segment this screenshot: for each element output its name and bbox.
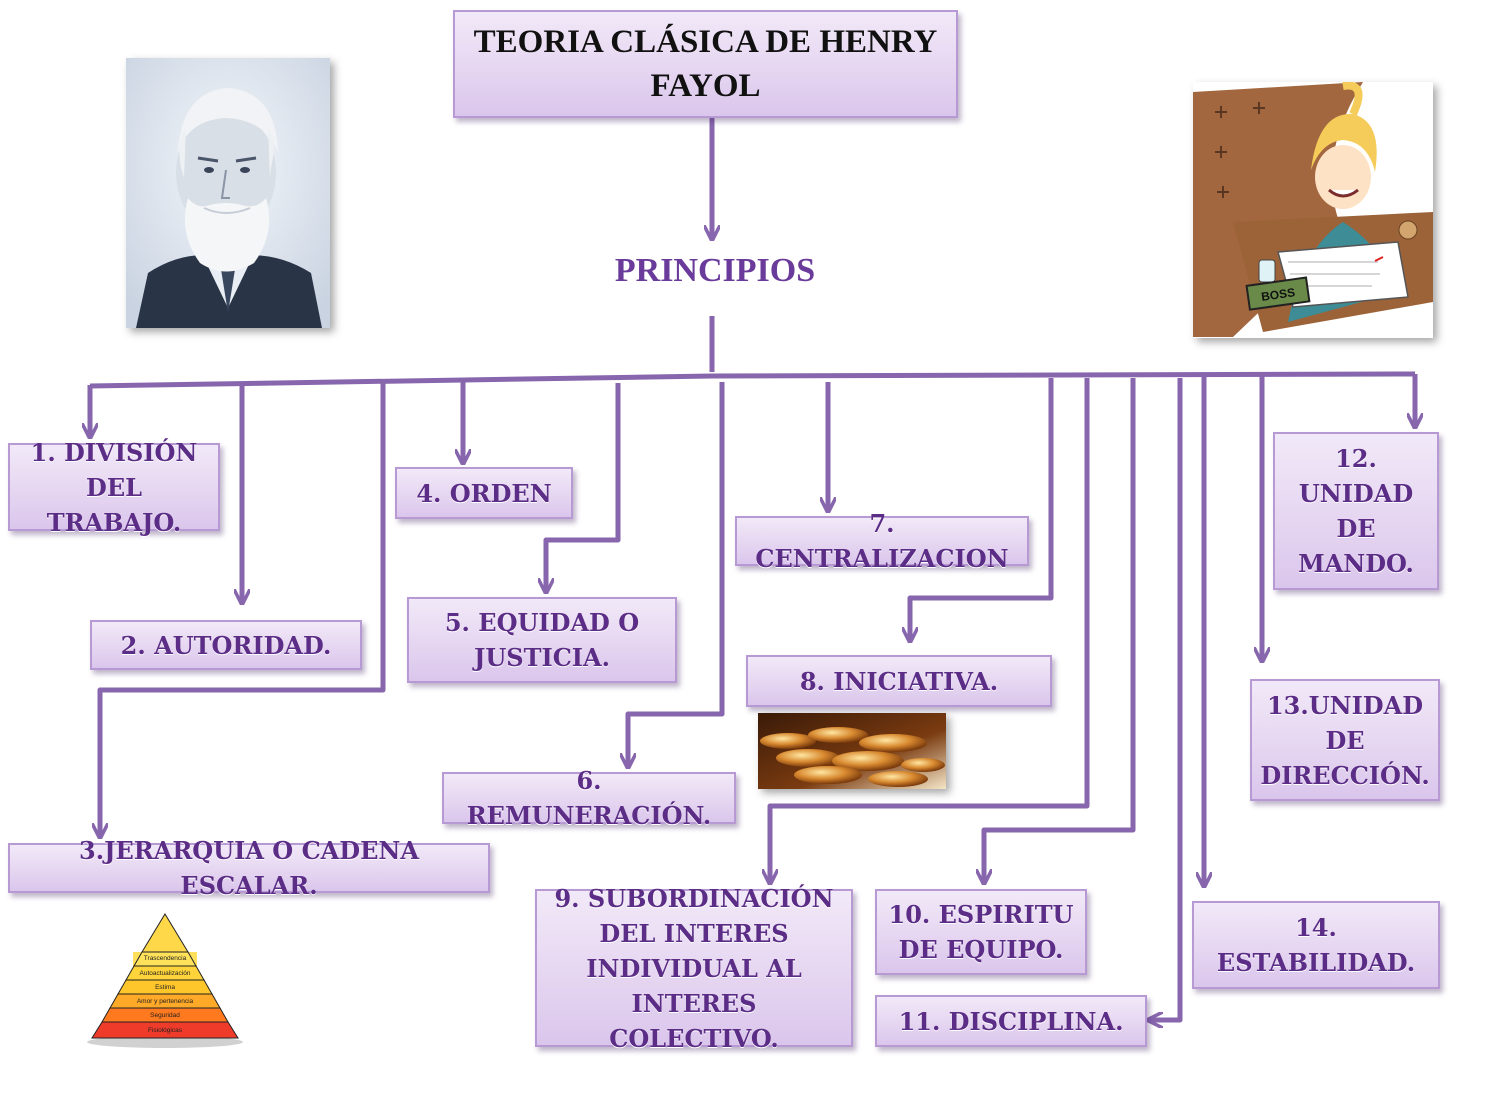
pyramid-level-3: Estima xyxy=(155,984,175,991)
bus-line xyxy=(89,371,1416,389)
principle-13-label: 13.UNIDAD DE DIRECCIÓN. xyxy=(1260,690,1430,790)
principle-8-label: 8. INICIATIVA. xyxy=(799,666,999,696)
principle-8-box: 8. INICIATIVA. xyxy=(746,655,1052,707)
principle-2-label: 2. AUTORIDAD. xyxy=(120,630,332,660)
principle-9-box: 9. SUBORDINACIÓN DEL INTERES INDIVIDUAL … xyxy=(535,884,853,1053)
pyramid-level-1: Trascendencia xyxy=(144,955,187,962)
arrow-11 xyxy=(1150,378,1183,1020)
diagram-title-text: TEORIA CLÁSICA DE HENRY FAYOL xyxy=(473,24,938,104)
principle-6-box: 6. REMUNERACIÓN. xyxy=(442,766,736,830)
arrow-5 xyxy=(546,383,621,591)
boss-sign-text: BOSS xyxy=(1260,285,1296,304)
principle-10-box: 10. ESPIRITU DE EQUIPO. xyxy=(875,889,1087,975)
principle-13-box: 13.UNIDAD DE DIRECCIÓN. xyxy=(1250,679,1440,801)
principle-14-box: 14. ESTABILIDAD. xyxy=(1192,901,1440,989)
maslow-pyramid: Trascendencia Autoactualización Estima A… xyxy=(87,913,243,1048)
principle-6-label: 6. REMUNERACIÓN. xyxy=(466,766,712,830)
principle-3-label: 3.JERARQUIA O CADENA ESCALAR. xyxy=(79,836,419,900)
pyramid-level-6: Fisiológicas xyxy=(148,1027,183,1034)
principle-2-box: 2. AUTORIDAD. xyxy=(90,620,362,670)
principle-14-label: 14. ESTABILIDAD. xyxy=(1216,913,1416,977)
principle-4-label: 4. ORDEN xyxy=(416,478,552,508)
principle-10-label: 10. ESPIRITU DE EQUIPO. xyxy=(888,900,1074,964)
principle-3-box: 3.JERARQUIA O CADENA ESCALAR. xyxy=(8,836,490,900)
principle-11-label: 11. DISCIPLINA. xyxy=(898,1006,1124,1036)
principle-12-box: 12. UNIDAD DE MANDO. xyxy=(1273,432,1439,590)
pyramid-level-4: Amor y pertenencia xyxy=(137,998,194,1005)
coins-photo xyxy=(758,713,946,789)
boss-cartoon: BOSS xyxy=(1193,82,1433,338)
principle-1-box: 1. DIVISIÓN DEL TRABAJO. xyxy=(8,438,220,537)
arrow-9 xyxy=(770,378,1090,882)
diagram-title: TEORIA CLÁSICA DE HENRY FAYOL xyxy=(453,10,958,118)
principle-7-label: 7. CENTRALIZACION xyxy=(755,509,1009,573)
principle-11-box: 11. DISCIPLINA. xyxy=(875,995,1147,1047)
principle-12-label: 12. UNIDAD DE MANDO. xyxy=(1298,444,1414,578)
portrait-photo xyxy=(126,58,330,328)
arrow-3 xyxy=(100,383,386,836)
arrow-8 xyxy=(910,378,1054,640)
arrow-6 xyxy=(628,382,725,766)
principle-9-label: 9. SUBORDINACIÓN DEL INTERES INDIVIDUAL … xyxy=(554,883,834,1053)
pyramid-level-2: Autoactualización xyxy=(140,970,191,977)
principle-5-box: 5. EQUIDAD O JUSTICIA. xyxy=(407,597,677,683)
principle-5-label: 5. EQUIDAD O JUSTICIA. xyxy=(444,608,640,672)
principle-4-box: 4. ORDEN xyxy=(395,467,573,519)
principle-1-label: 1. DIVISIÓN DEL TRABAJO. xyxy=(30,437,198,537)
principle-7-box: 7. CENTRALIZACION xyxy=(735,509,1029,573)
pyramid-level-5: Seguridad xyxy=(150,1012,180,1019)
arrow-10 xyxy=(984,378,1136,882)
principios-label: PRINCIPIOS xyxy=(614,252,816,289)
